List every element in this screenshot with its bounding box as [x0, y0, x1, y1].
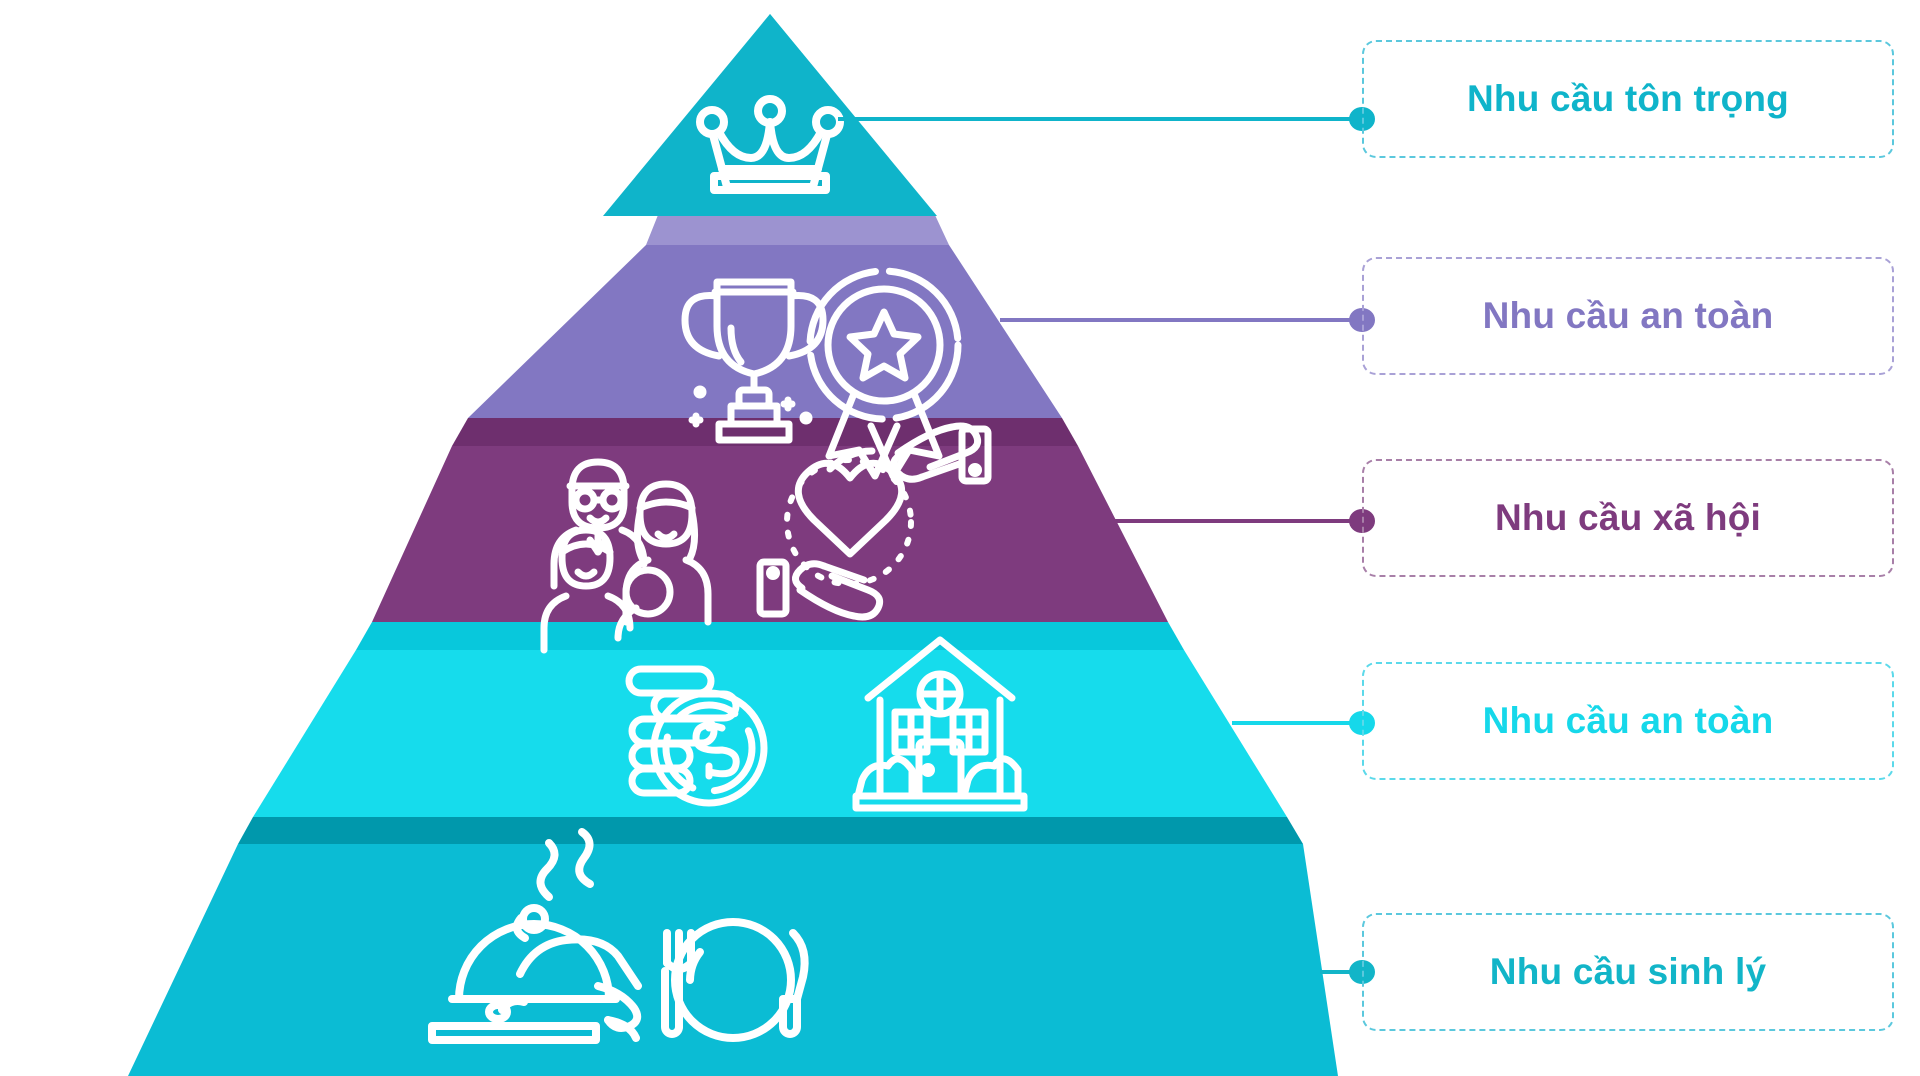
tier-fourth-top-band: [356, 622, 1184, 650]
tier-bottom-top-band: [238, 817, 1303, 844]
tier-top-face-fill: [603, 14, 937, 216]
label-text-tier-fourth: Nhu cầu an toàn: [1482, 699, 1774, 741]
family-icon: [540, 458, 712, 654]
label-box-tier-top[interactable]: Nhu cầu tôn trọng: [1362, 40, 1894, 158]
tier-second-top-band: [646, 215, 949, 245]
crown-icon: [696, 95, 844, 194]
tier-middle-face: [372, 446, 1168, 622]
trophy-icon: [681, 278, 827, 444]
label-text-tier-middle: Nhu cầu xã hội: [1495, 496, 1761, 538]
label-box-tier-second[interactable]: Nhu cầu an toàn: [1362, 257, 1894, 375]
pyramid-tier-second[interactable]: [468, 215, 1062, 480]
award-medal-icon: [806, 267, 962, 480]
pyramid-tier-top[interactable]: [603, 14, 937, 216]
food-cloche-icon: [428, 828, 642, 1044]
pyramid-tier-middle[interactable]: [372, 418, 1168, 654]
coins-dollar-icon: [625, 665, 768, 807]
hands-heart-icon: [756, 422, 992, 621]
pyramid-tier-bottom[interactable]: [128, 817, 1338, 1076]
tier-fourth-face: [253, 650, 1287, 817]
label-box-tier-bottom[interactable]: Nhu cầu sinh lý: [1362, 913, 1894, 1031]
cutlery-plate-icon: [661, 918, 809, 1042]
house-icon: [852, 636, 1028, 812]
label-box-tier-fourth[interactable]: Nhu cầu an toàn: [1362, 662, 1894, 780]
label-box-tier-middle[interactable]: Nhu cầu xã hội: [1362, 459, 1894, 577]
tier-second-face: [468, 245, 1062, 418]
label-text-tier-bottom: Nhu cầu sinh lý: [1489, 950, 1767, 992]
label-text-tier-second: Nhu cầu an toàn: [1482, 294, 1774, 336]
label-text-tier-top: Nhu cầu tôn trọng: [1467, 77, 1789, 119]
tier-bottom-face: [128, 844, 1338, 1076]
pyramid-tier-fourth[interactable]: [253, 622, 1287, 817]
